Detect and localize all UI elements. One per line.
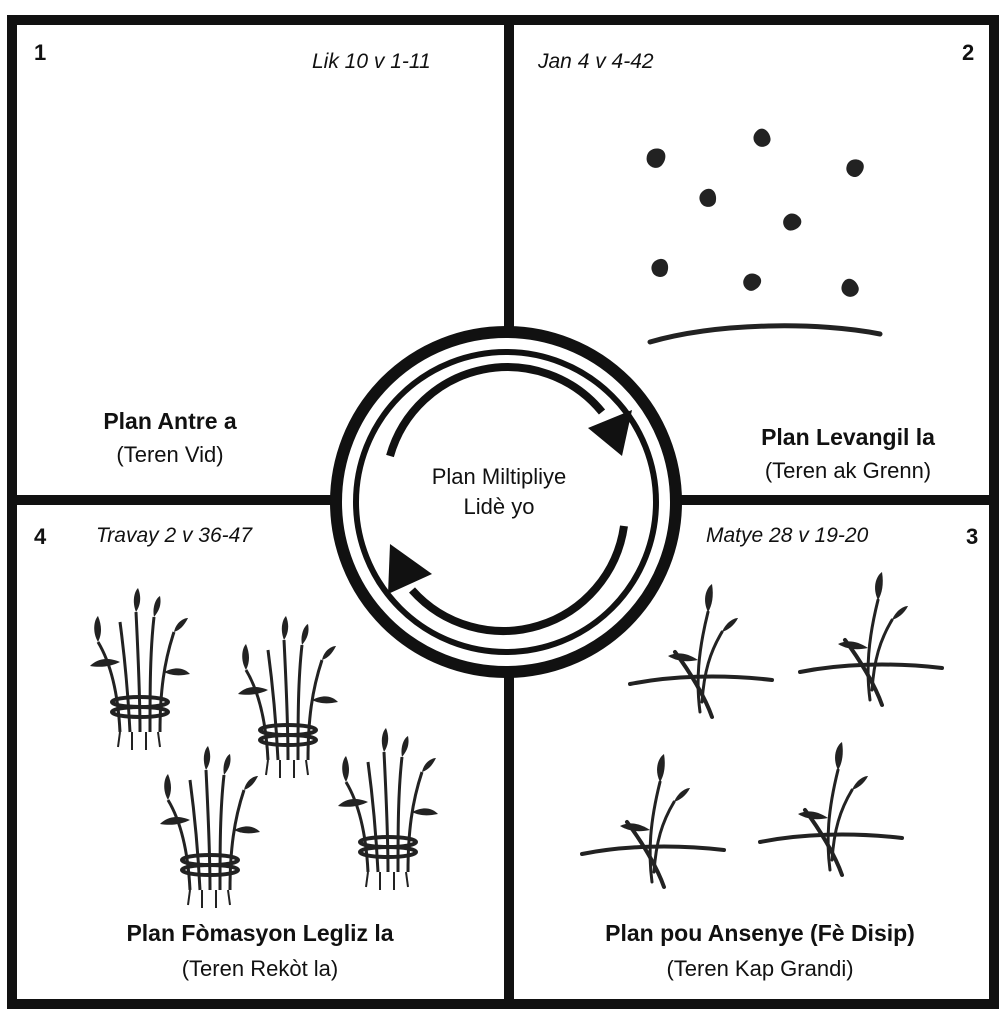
quadrant-1-reference: Lik 10 v 1-11 — [312, 50, 431, 73]
quadrant-1-title: Plan Antre a — [103, 408, 237, 434]
quadrant-3-title: Plan pou Ansenye (Fè Disip) — [605, 920, 915, 946]
quadrant-2-title: Plan Levangil la — [761, 424, 935, 450]
quadrant-4-subtitle: (Teren Rekòt la) — [181, 956, 339, 981]
quadrant-3-reference: Matye 28 v 19-20 — [706, 524, 869, 547]
quadrant-2-reference: Jan 4 v 4-42 — [538, 50, 654, 73]
center-line-1: Plan Miltipliye — [431, 464, 567, 489]
seeds-icon — [643, 126, 883, 345]
quadrant-4-number: 4 — [34, 524, 47, 549]
quadrant-2-number: 2 — [962, 40, 975, 65]
quadrant-2-subtitle: (Teren ak Grenn) — [764, 458, 932, 483]
cycle-arrows-icon — [386, 363, 632, 635]
quadrant-3-subtitle: (Teren Kap Grandi) — [666, 956, 854, 981]
quadrant-1-number: 1 — [34, 40, 47, 65]
quadrant-1-subtitle: (Teren Vid) — [116, 442, 224, 467]
quadrant-4-reference: Travay 2 v 36-47 — [96, 524, 253, 547]
quadrant-4-title: Plan Fòmasyon Legliz la — [126, 920, 394, 946]
quadrant-3-number: 3 — [966, 524, 979, 549]
center-line-2: Lidè yo — [463, 494, 535, 519]
